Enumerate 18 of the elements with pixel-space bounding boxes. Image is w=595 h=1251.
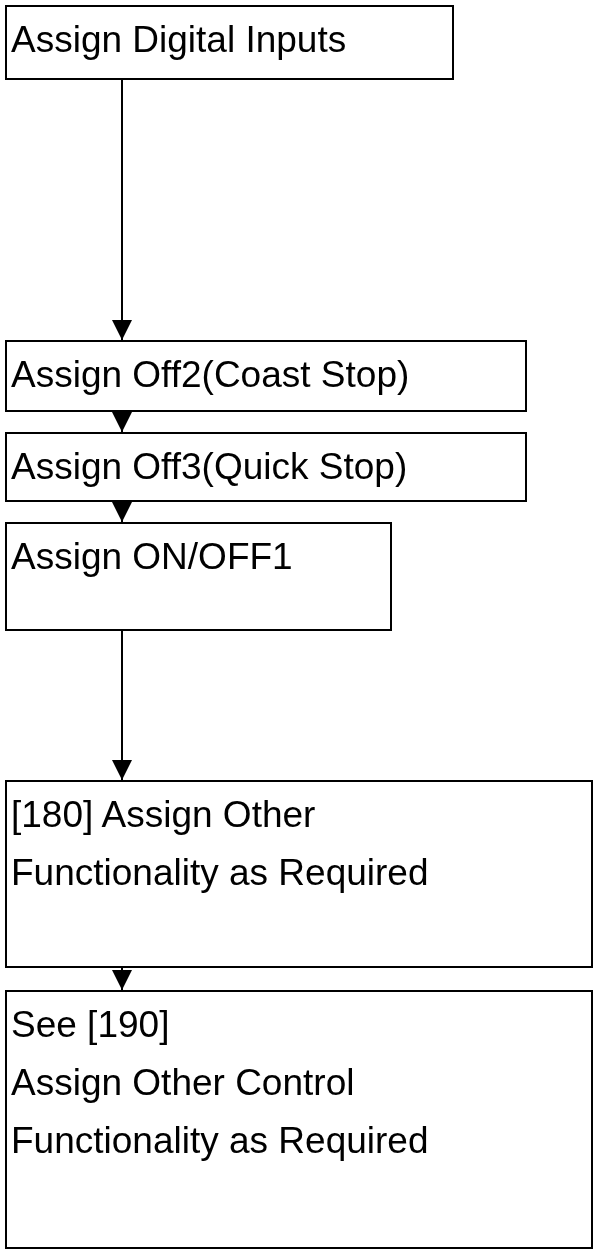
- process-box: [5, 5, 454, 80]
- process-box: [5, 432, 527, 502]
- process-box: [5, 522, 392, 631]
- box-label: [180] Assign Other Functionality as Required: [11, 793, 430, 895]
- process-box: [5, 780, 593, 968]
- arrow: [112, 501, 132, 523]
- arrow: [112, 79, 132, 341]
- box-label: See [190]: [11, 1003, 171, 1047]
- box-label: Assign Other Control Functionality as Required: [11, 1061, 430, 1163]
- arrow: [112, 630, 132, 781]
- arrow: [112, 411, 132, 433]
- process-box: [5, 990, 593, 1249]
- box-label: Assign Digital Inputs: [11, 18, 348, 62]
- arrow: [112, 967, 132, 991]
- box-label: Assign ON/OFF1: [11, 535, 294, 579]
- process-box: [5, 340, 527, 412]
- box-label: Assign Off2(Coast Stop): [11, 353, 411, 397]
- box-label: Assign Off3(Quick Stop): [11, 445, 409, 489]
